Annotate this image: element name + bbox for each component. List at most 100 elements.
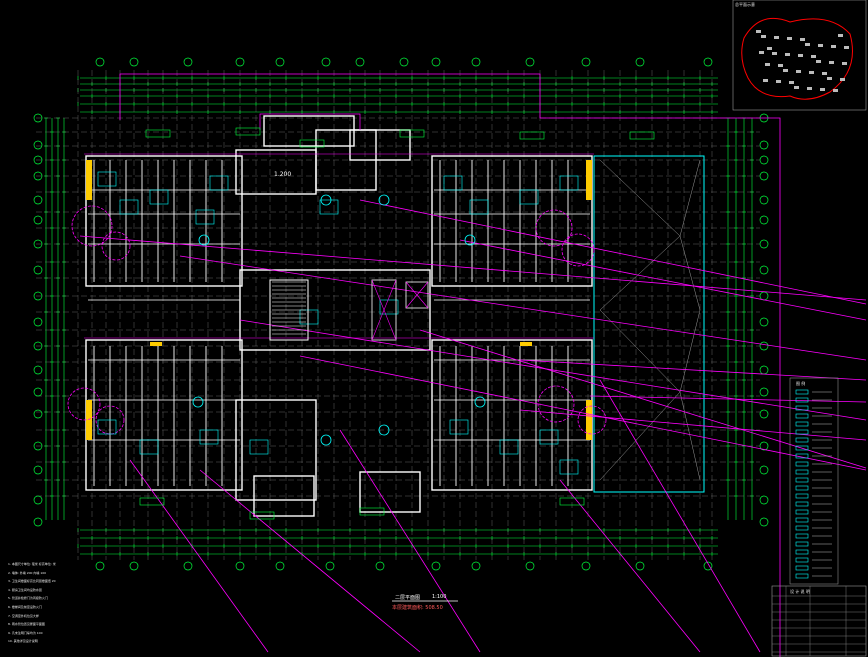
room-fixture	[449, 419, 469, 435]
accent-wall	[150, 342, 162, 346]
shaft-cross	[405, 281, 429, 309]
inset-building	[759, 51, 764, 54]
wall-block	[431, 155, 593, 287]
pipe-segment	[259, 113, 361, 130]
inset-label: 总平面示意	[735, 2, 755, 7]
axis-bubble-top	[399, 57, 409, 67]
inset-building	[776, 80, 781, 83]
inset-building	[816, 60, 821, 63]
inset-building	[805, 43, 810, 46]
axis-bubble-right	[759, 265, 769, 275]
axis-bubble-top	[471, 57, 481, 67]
inset-building	[838, 34, 843, 37]
axis-bubble-right	[759, 465, 769, 475]
design-note: 10. 其他详见设计说明	[8, 639, 38, 644]
legend-symbol	[795, 453, 809, 459]
room-fixture	[249, 439, 269, 455]
axis-bubble-left	[33, 239, 43, 249]
roof-terrace	[593, 155, 705, 493]
axis-bubble-left	[33, 113, 43, 123]
axis-bubble-right	[759, 387, 769, 397]
revision-cloud	[537, 385, 575, 423]
pipe-line	[459, 239, 867, 321]
axis-bubble-bottom	[581, 561, 591, 571]
axis-bubble-left	[33, 215, 43, 225]
pipe-line	[179, 255, 867, 361]
inset-building	[829, 61, 834, 64]
legend-symbol	[795, 541, 809, 547]
legend-symbol	[795, 421, 809, 427]
inset-building	[833, 89, 838, 92]
axis-bubble-left	[33, 341, 43, 351]
axis-bubble-right	[759, 155, 769, 165]
room-fixture	[559, 175, 579, 191]
axis-bubble-top	[581, 57, 591, 67]
axis-bubble-top	[525, 57, 535, 67]
annotation-tag	[399, 129, 425, 138]
axis-bubble-top	[183, 57, 193, 67]
pipe-line	[339, 429, 481, 653]
axis-bubble-bottom	[635, 561, 645, 571]
axis-bubble-right	[759, 195, 769, 205]
legend-symbol	[795, 461, 809, 467]
inset-building	[796, 70, 801, 73]
inset-building	[794, 86, 799, 89]
axis-bubble-bottom	[375, 561, 385, 571]
pipe-line	[239, 319, 867, 421]
axis-bubble-right	[759, 317, 769, 327]
unit-marker	[378, 424, 390, 436]
legend-symbol	[795, 437, 809, 443]
wall-block	[253, 475, 315, 517]
pipe-line	[589, 395, 867, 403]
axis-bubble-left	[33, 195, 43, 205]
inset-building	[840, 78, 845, 81]
unit-marker	[198, 234, 210, 246]
axis-bubble-left	[33, 140, 43, 150]
annotation-tag	[519, 131, 545, 140]
legend-symbol	[795, 413, 809, 419]
axis-bubble-top	[235, 57, 245, 67]
axis-bubble-right	[759, 441, 769, 451]
plan-details	[97, 127, 655, 520]
room-fixture	[195, 209, 215, 225]
legend-symbol	[795, 397, 809, 403]
axis-bubble-left	[33, 265, 43, 275]
legend-heading: 图 例	[796, 381, 806, 386]
axis-bubble-bottom	[431, 561, 441, 571]
annotation-tag	[249, 511, 275, 520]
axis-bubble-left	[33, 291, 43, 301]
room-fixture	[559, 459, 579, 475]
legend-symbol	[795, 429, 809, 435]
inset-building	[756, 30, 761, 33]
area-note: 本层建筑面积: 508.50	[392, 605, 443, 611]
legend-symbol	[795, 485, 809, 491]
axis-bubble-left	[33, 317, 43, 327]
design-note: 4. 厨房卫生间均设防水层	[8, 587, 42, 592]
unit-marker	[320, 434, 332, 446]
table-header: 设 计 说 明	[790, 589, 810, 594]
room-fixture	[379, 299, 399, 315]
shaft-cross	[371, 279, 397, 341]
design-note: 2. 墙体: 外墙 200 内墙 100	[8, 570, 47, 575]
room-fixture	[443, 175, 463, 191]
design-note: 3. 卫生间楼面标高比同层楼面低 20	[8, 579, 56, 584]
inset-building	[767, 47, 772, 50]
room-fixture	[119, 199, 139, 215]
inset-building	[789, 81, 794, 84]
inset-frame	[732, 0, 867, 111]
unit-marker	[192, 396, 204, 408]
design-note: 9. 凡未注明门垛均为 100	[8, 630, 43, 635]
stair-core	[269, 279, 309, 341]
axis-bubble-left	[33, 387, 43, 397]
inset-building	[765, 63, 770, 66]
pipe-line	[519, 409, 867, 441]
revision-cloud	[101, 231, 131, 261]
axis-bubble-bottom	[183, 561, 193, 571]
axis-bubble-right	[759, 239, 769, 249]
axis-bubble-bottom	[525, 561, 535, 571]
axis-bubble-right	[759, 517, 769, 527]
revision-cloud	[67, 387, 101, 421]
room-fixture	[469, 199, 489, 215]
legend-symbol	[795, 477, 809, 483]
